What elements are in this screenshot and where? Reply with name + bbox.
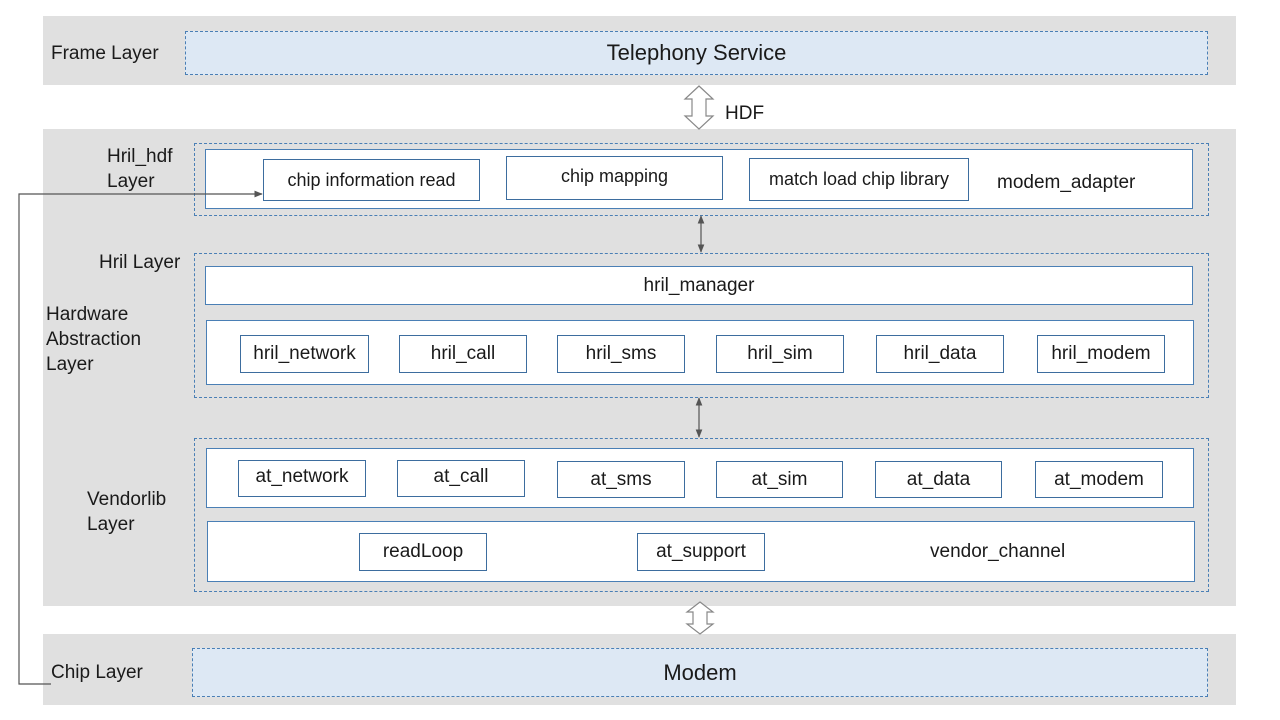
hril-sim-module: hril_sim <box>716 335 844 373</box>
hril-hdf-label-line: Hril_hdf <box>107 146 173 167</box>
chip-to-hdf-arrow <box>18 190 263 685</box>
hril-manager-box: hril_manager <box>205 266 1193 305</box>
at-call-module: at_call <box>397 460 525 497</box>
vendor-channel-label: vendor_channel <box>930 541 1066 562</box>
hril-manager-label: hril_manager <box>643 274 755 296</box>
hal-label-line: Layer <box>46 354 94 375</box>
modem-adapter-label: modem_adapter <box>997 172 1136 193</box>
at-sms-module: at_sms <box>557 461 685 498</box>
at-data-module: at_data <box>875 461 1002 498</box>
at-modem-module: at_modem <box>1035 461 1163 498</box>
modem-box: Modem <box>192 648 1208 697</box>
readloop-module: readLoop <box>359 533 487 571</box>
chip-mapping-module: chip mapping <box>506 156 723 200</box>
telephony-service-box: Telephony Service <box>185 31 1208 75</box>
at-network-module: at_network <box>238 460 366 497</box>
hdf-label: HDF <box>725 103 765 124</box>
hril-sms-module: hril_sms <box>557 335 685 373</box>
chip-layer-label: Chip Layer <box>51 662 143 683</box>
hril-network-module: hril_network <box>240 335 369 373</box>
at-sim-module: at_sim <box>716 461 843 498</box>
vendorlib-label-line: Layer <box>87 514 135 535</box>
modem-label: Modem <box>663 659 737 685</box>
hril-data-module: hril_data <box>876 335 1004 373</box>
hril-hdf-layer-label: Hril_hdf Layer <box>107 144 172 194</box>
frame-layer-label: Frame Layer <box>51 43 159 64</box>
hril-call-module: hril_call <box>399 335 527 373</box>
hril-layer-label: Hril Layer <box>99 252 181 273</box>
vendorlib-layer-box <box>194 438 1209 592</box>
hril-hdf-label-line: Layer <box>107 171 155 192</box>
hril-modem-module: hril_modem <box>1037 335 1165 373</box>
vendorlib-label-line: Vendorlib <box>87 489 167 510</box>
hal-label: Hardware Abstraction Layer <box>46 302 141 377</box>
chip-double-arrow-icon <box>685 601 715 635</box>
hal-label-line: Abstraction <box>46 329 142 350</box>
hdf-double-arrow-icon <box>683 85 715 130</box>
at-support-module: at_support <box>637 533 765 571</box>
chip-information-read-module: chip information read <box>263 159 480 201</box>
hril-modules-container <box>206 320 1194 385</box>
match-load-chip-library-module: match load chip library <box>749 158 969 201</box>
hal-label-line: Hardware <box>46 304 129 325</box>
vendorlib-layer-label: Vendorlib Layer <box>87 487 166 537</box>
telephony-service-label: Telephony Service <box>606 40 787 65</box>
at-modules-container <box>206 448 1194 508</box>
